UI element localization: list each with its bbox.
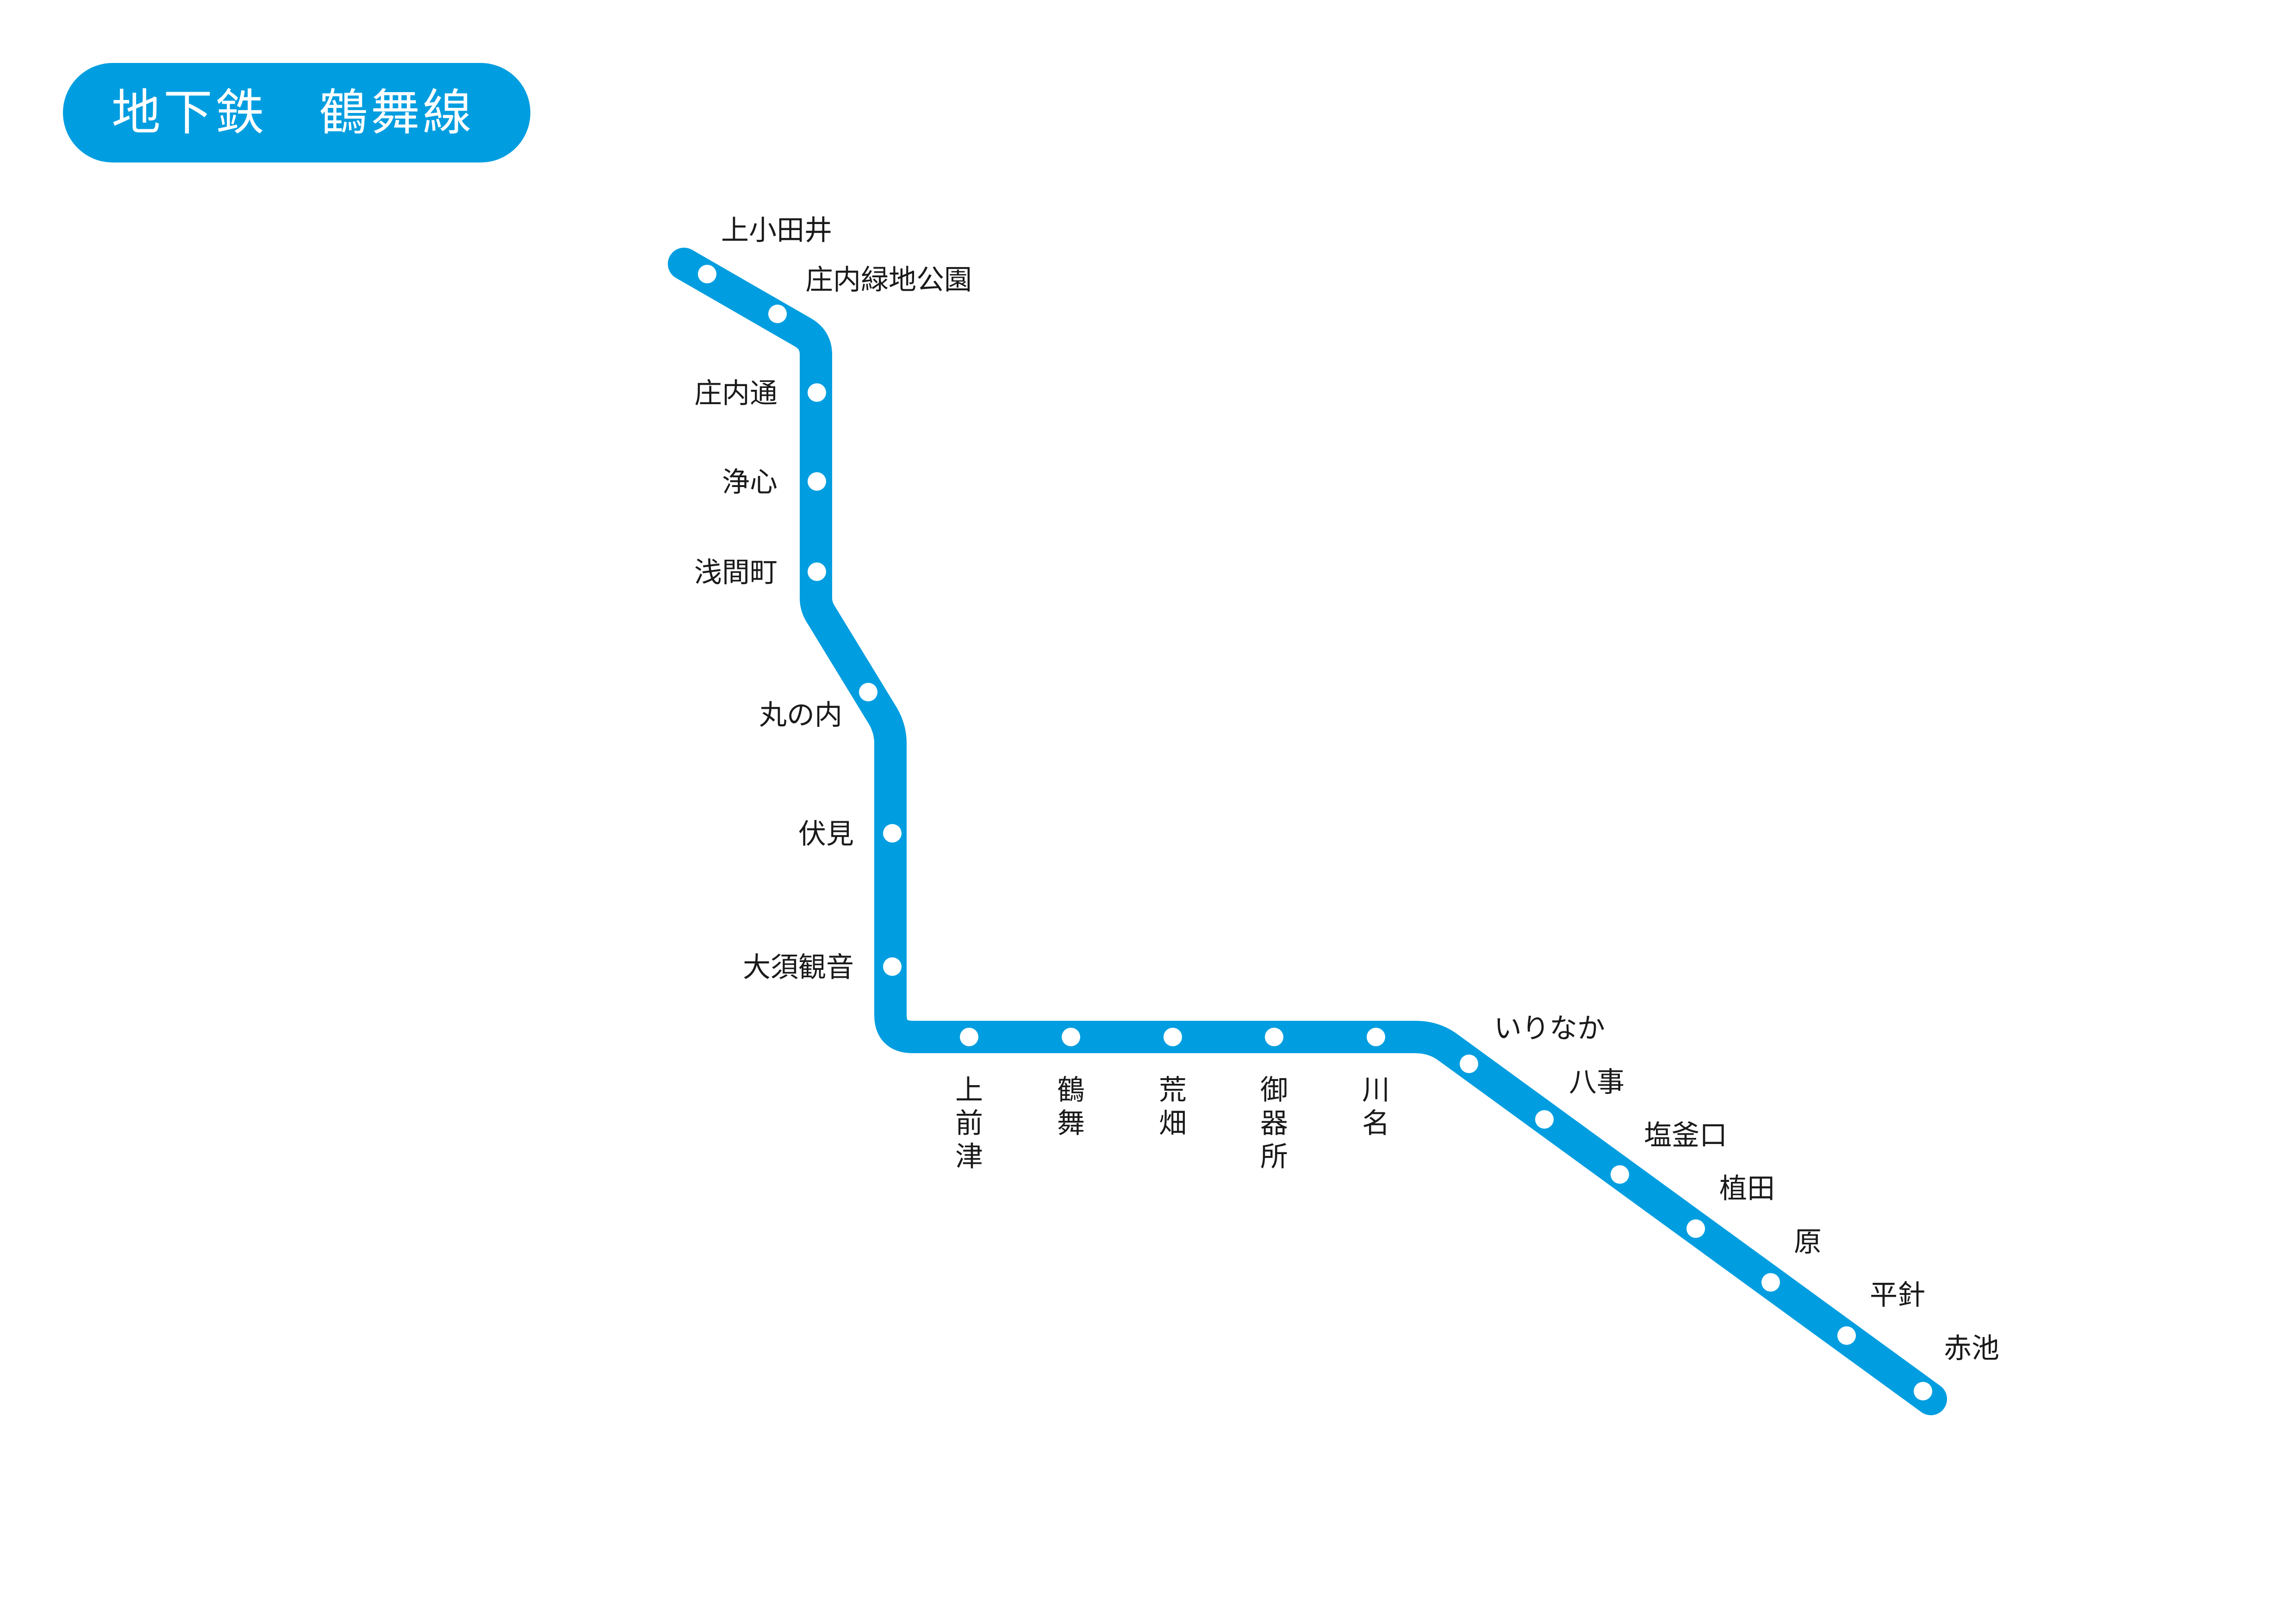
station-dot [698, 265, 716, 283]
station-dot [859, 683, 877, 701]
station-dot [960, 1028, 978, 1046]
station-dot [808, 383, 826, 402]
station-dot [1164, 1028, 1182, 1046]
station-label: いりなか [1494, 1012, 1605, 1045]
station-dot [1367, 1028, 1385, 1046]
station-label: 鶴舞 [1057, 1074, 1085, 1140]
station-label: 庄内通 [694, 377, 778, 410]
station-label: 上前津 [955, 1074, 983, 1173]
station-label: 原 [1794, 1226, 1822, 1258]
station-dot [768, 305, 787, 323]
station-dot [883, 957, 902, 976]
station-label: 大須観音 [743, 951, 854, 984]
station-label: 丸の内 [759, 699, 842, 731]
station-label: 上小田井 [721, 214, 832, 247]
station-dot [1265, 1028, 1283, 1046]
station-dot [1535, 1110, 1554, 1129]
station-label: 御器所 [1260, 1074, 1288, 1173]
station-dot [1686, 1219, 1705, 1238]
station-dot [1062, 1028, 1080, 1046]
station-dot [883, 824, 902, 843]
station-label: 伏見 [798, 818, 854, 850]
station-label: 浄心 [722, 466, 778, 499]
station-label: 赤池 [1944, 1332, 1999, 1365]
station-label: 川名 [1362, 1074, 1390, 1140]
station-dot [1611, 1165, 1629, 1184]
station-dot [1914, 1382, 1932, 1400]
station-dot [808, 562, 826, 581]
station-label: 荒畑 [1159, 1074, 1187, 1140]
station-dot [1837, 1326, 1856, 1345]
station-label: 庄内緑地公園 [805, 264, 972, 296]
station-label: 八事 [1569, 1066, 1624, 1099]
station-label: 植田 [1719, 1173, 1775, 1205]
line-title-badge: 地下鉄 鶴舞線 [63, 63, 530, 162]
station-label: 平針 [1870, 1279, 1925, 1312]
route-line [668, 248, 1947, 1415]
station-dot [808, 472, 826, 491]
station-dot [1761, 1273, 1780, 1292]
station-label: 浅間町 [694, 556, 778, 589]
station-dot [1460, 1055, 1478, 1073]
station-label: 塩釜口 [1644, 1119, 1727, 1152]
